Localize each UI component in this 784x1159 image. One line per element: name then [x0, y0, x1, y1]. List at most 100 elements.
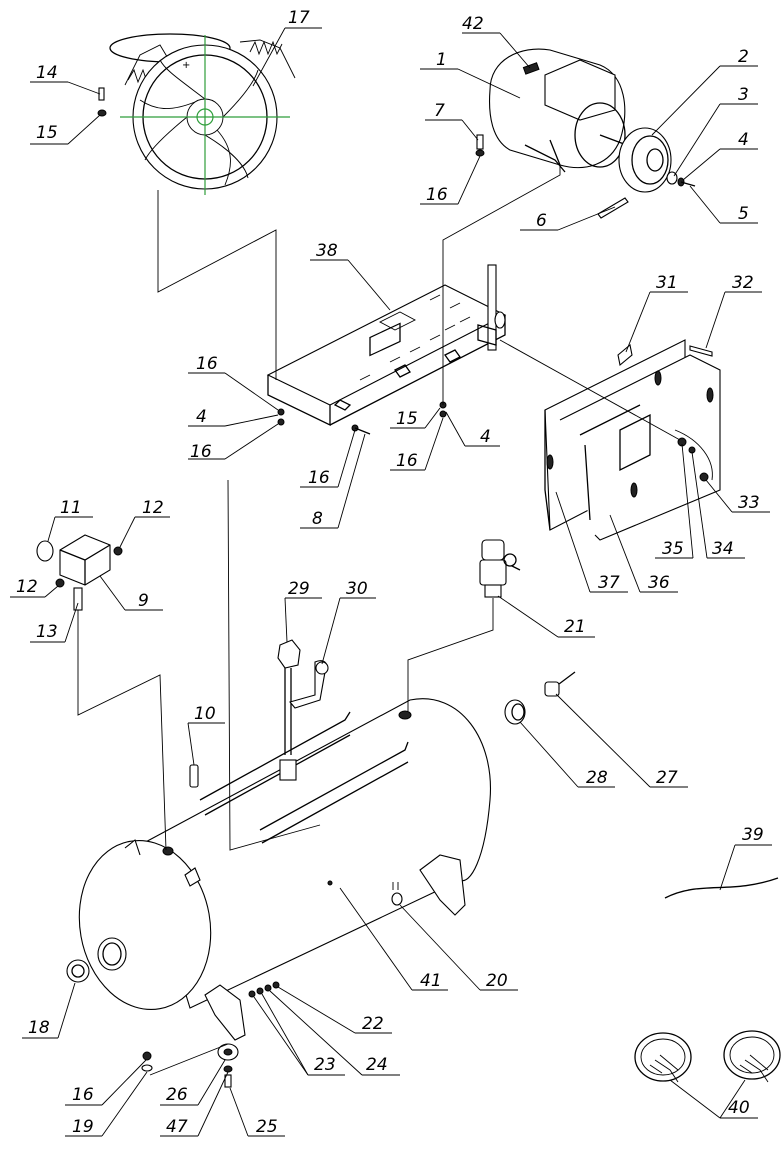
- callout-label: 42: [462, 14, 484, 34]
- safety-valve-and-pipe: [277, 639, 329, 755]
- callout-label: 29: [288, 579, 310, 599]
- callout-label: 5: [738, 204, 749, 224]
- callout-label: 1: [436, 50, 447, 70]
- drive-pulley: [599, 127, 672, 193]
- callout-30: 30: [321, 579, 376, 665]
- callout-16-plate-center: 16: [300, 429, 356, 488]
- callout-32: 32: [705, 273, 762, 349]
- callout-19: 19: [65, 1071, 148, 1137]
- callout-2: 2: [651, 47, 758, 136]
- callout-29: 29: [284, 579, 322, 643]
- cable-coils: [634, 1030, 781, 1083]
- svg-text:+: +: [182, 60, 190, 71]
- callout-27: 27: [555, 693, 688, 788]
- callout-17: 17: [252, 8, 322, 87]
- callout-label: 9: [138, 591, 149, 611]
- callout-label: 12: [16, 577, 38, 597]
- callout-15-plate-right: 15: [390, 407, 441, 429]
- callout-label: 31: [656, 273, 678, 293]
- callout-label: 39: [742, 825, 764, 845]
- callout-16-plate-left-lower: 16: [188, 423, 279, 462]
- callout-37: 37: [555, 491, 628, 593]
- callout-4-plate-left: 4: [188, 407, 279, 427]
- callout-label: 17: [288, 8, 310, 28]
- callout-26: 26: [160, 1059, 226, 1106]
- callout-label: 3: [738, 85, 749, 105]
- callout-42: 42: [462, 14, 531, 69]
- motor-screw: [475, 134, 485, 157]
- pulley-washer-screw: [666, 171, 696, 187]
- callout-label: 11: [60, 498, 82, 518]
- callout-label: 16: [196, 354, 218, 374]
- callout-31: 31: [625, 273, 688, 353]
- callout-label: 23: [314, 1055, 336, 1075]
- electric-motor: [489, 48, 626, 173]
- compressor-pump-fan-assembly: +: [109, 33, 296, 195]
- belt-guard: [544, 339, 721, 541]
- callout-33: 33: [705, 479, 770, 513]
- callout-16-plate-right: 16: [390, 417, 444, 471]
- callout-label: 38: [316, 241, 338, 261]
- callout-label: 30: [346, 579, 368, 599]
- callout-label: 16: [72, 1085, 94, 1105]
- callout-label: 7: [434, 101, 445, 121]
- callout-16-plate-left: 16: [188, 354, 279, 411]
- base-plate-fasteners: [277, 401, 447, 435]
- callout-label: 37: [598, 573, 620, 593]
- callout-label: 25: [256, 1117, 278, 1137]
- callout-label: 21: [564, 617, 586, 637]
- callout-10: 10: [187, 704, 225, 766]
- callout-label: 19: [72, 1117, 94, 1137]
- callout-36: 36: [609, 514, 678, 593]
- callout-label: 16: [396, 451, 418, 471]
- callout-4-plate-right: 4: [445, 411, 500, 447]
- callout-label: 4: [738, 130, 749, 150]
- pressure-switch: [36, 534, 123, 611]
- callout-label: 41: [420, 971, 442, 991]
- callout-label: 16: [426, 185, 448, 205]
- callout-12-left: 12: [10, 577, 59, 598]
- head-bolt: [97, 87, 107, 117]
- callout-1: 1: [420, 50, 521, 99]
- callout-label: 16: [308, 468, 330, 488]
- callout-label: 28: [586, 768, 608, 788]
- callout-12-right: 12: [119, 498, 170, 548]
- callout-28: 28: [519, 721, 615, 788]
- callout-label: 27: [656, 768, 678, 788]
- callout-label: 16: [190, 442, 212, 462]
- callout-label: 13: [36, 622, 58, 642]
- callout-14: 14: [30, 63, 101, 95]
- tank-end-plug: [66, 959, 90, 983]
- callout-16-bottom: 16: [65, 1059, 147, 1106]
- callout-label: 26: [166, 1085, 188, 1105]
- callout-7: 7: [425, 101, 479, 141]
- callout-label: 35: [662, 539, 684, 559]
- callout-label: 4: [196, 407, 207, 427]
- callout-4-top: 4: [682, 130, 758, 181]
- tank-fittings: [248, 981, 280, 998]
- callout-label: 15: [36, 123, 58, 143]
- callout-label: 8: [312, 509, 323, 529]
- callout-label: 10: [194, 704, 216, 724]
- callout-label: 47: [166, 1117, 188, 1137]
- outlet-regulator: [479, 539, 521, 598]
- callout-label: 15: [396, 409, 418, 429]
- callout-25: 25: [229, 1087, 285, 1137]
- callout-22: 22: [277, 986, 392, 1034]
- callout-34: 34: [691, 451, 745, 559]
- air-tank: [78, 698, 492, 1041]
- pressure-gauge: [504, 699, 526, 725]
- callout-9: 9: [99, 575, 163, 611]
- assembly-guide-lines: [77, 165, 681, 1076]
- callout-label: 33: [738, 493, 760, 513]
- callout-label: 20: [486, 971, 508, 991]
- callout-label: 40: [728, 1098, 750, 1118]
- callout-23: 23: [253, 993, 345, 1076]
- callout-label: 36: [648, 573, 670, 593]
- callout-label: 14: [36, 63, 58, 83]
- drain-valve: [391, 882, 403, 906]
- callout-label: 2: [738, 47, 749, 67]
- guard-clip: [617, 343, 713, 367]
- callout-40: 40: [669, 1079, 758, 1119]
- callout-41: 41: [339, 887, 448, 991]
